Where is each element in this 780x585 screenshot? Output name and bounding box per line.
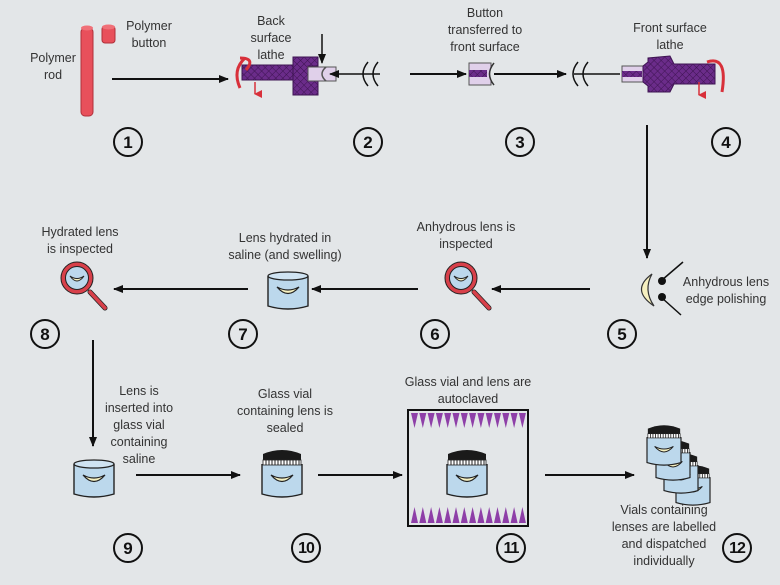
autoclave-spike	[477, 413, 485, 428]
step-number-11: 11	[496, 533, 526, 563]
autoclave-spike	[427, 413, 435, 428]
label-step3: Button transferred to front surface	[447, 6, 523, 54]
autoclave-spike	[502, 413, 510, 428]
step-number-10: 10	[291, 533, 321, 563]
autoclave-spike	[469, 507, 477, 523]
step-number-8: 8	[30, 319, 60, 349]
edge-polishing-icon	[640, 261, 684, 316]
autoclave-spike	[411, 507, 418, 523]
step-number-9: 9	[113, 533, 143, 563]
autoclave-spike	[518, 413, 526, 428]
label-step6: Anhydrous lens is inspected	[416, 220, 516, 251]
autoclave-spike	[485, 413, 493, 428]
autoclave-spike	[469, 413, 477, 428]
step-number-3: 3	[505, 127, 535, 157]
label-polymer-rod: Polymer rod	[30, 51, 76, 82]
sealed-vial-icon	[261, 449, 303, 498]
magnifier-icon-step6	[445, 262, 489, 308]
label-polymer-button: Polymer button	[126, 19, 172, 50]
label-step4: Front surface lathe	[633, 21, 707, 52]
step-number-5: 5	[607, 319, 637, 349]
step-number-4: 4	[711, 127, 741, 157]
label-step2: Back surface lathe	[250, 14, 292, 62]
autoclave-spike	[510, 413, 518, 428]
autoclave-spike	[419, 413, 427, 428]
label-step12: Vials containing lenses are labelled and…	[611, 503, 717, 568]
autoclave-spike	[444, 507, 452, 523]
saline-vial-icon	[267, 271, 309, 310]
autoclave-spike	[494, 413, 501, 428]
autoclave-spike	[510, 507, 518, 523]
open-vial-icon	[73, 459, 115, 498]
label-step7: Lens hydrated in saline (and swelling)	[228, 231, 342, 262]
label-step5: Anhydrous lens edge polishing	[682, 275, 770, 306]
autoclave-spike	[435, 507, 443, 523]
polymer-rod-icon	[80, 25, 94, 117]
step-number-6: 6	[420, 319, 450, 349]
step-number-7: 7	[228, 319, 258, 349]
lens-button-icon	[468, 62, 495, 86]
autoclave-spike	[435, 413, 443, 428]
autoclave-spike	[444, 413, 452, 428]
step-number-2: 2	[353, 127, 383, 157]
autoclave-spike	[494, 507, 501, 523]
autoclave-spike	[477, 507, 485, 523]
label-step8: Hydrated lens is inspected	[41, 225, 119, 256]
step-number-1: 1	[113, 127, 143, 157]
autoclave-spike	[452, 507, 460, 523]
back-surface-lathe-icon	[235, 34, 380, 98]
magnifier-icon-step8	[61, 262, 105, 308]
autoclave-spike	[518, 507, 526, 523]
polymer-button-icon	[101, 24, 116, 44]
autoclave-icon	[407, 409, 529, 527]
autoclave-spike	[460, 413, 468, 428]
front-surface-lathe-icon	[572, 55, 725, 99]
label-step10: Glass vial containing lens is sealed	[237, 387, 333, 435]
label-step11: Glass vial and lens are autoclaved	[404, 375, 532, 406]
autoclave-spike	[427, 507, 435, 523]
autoclave-spike	[452, 413, 460, 428]
autoclave-spike	[460, 507, 468, 523]
autoclave-spike	[411, 413, 418, 428]
autoclave-spike	[502, 507, 510, 523]
step-number-12: 12	[722, 533, 752, 563]
stacked-vials-icon	[646, 424, 711, 506]
autoclave-spike	[485, 507, 493, 523]
autoclave-spike	[419, 507, 427, 523]
label-step9: Lens is inserted into glass vial contain…	[104, 384, 174, 466]
